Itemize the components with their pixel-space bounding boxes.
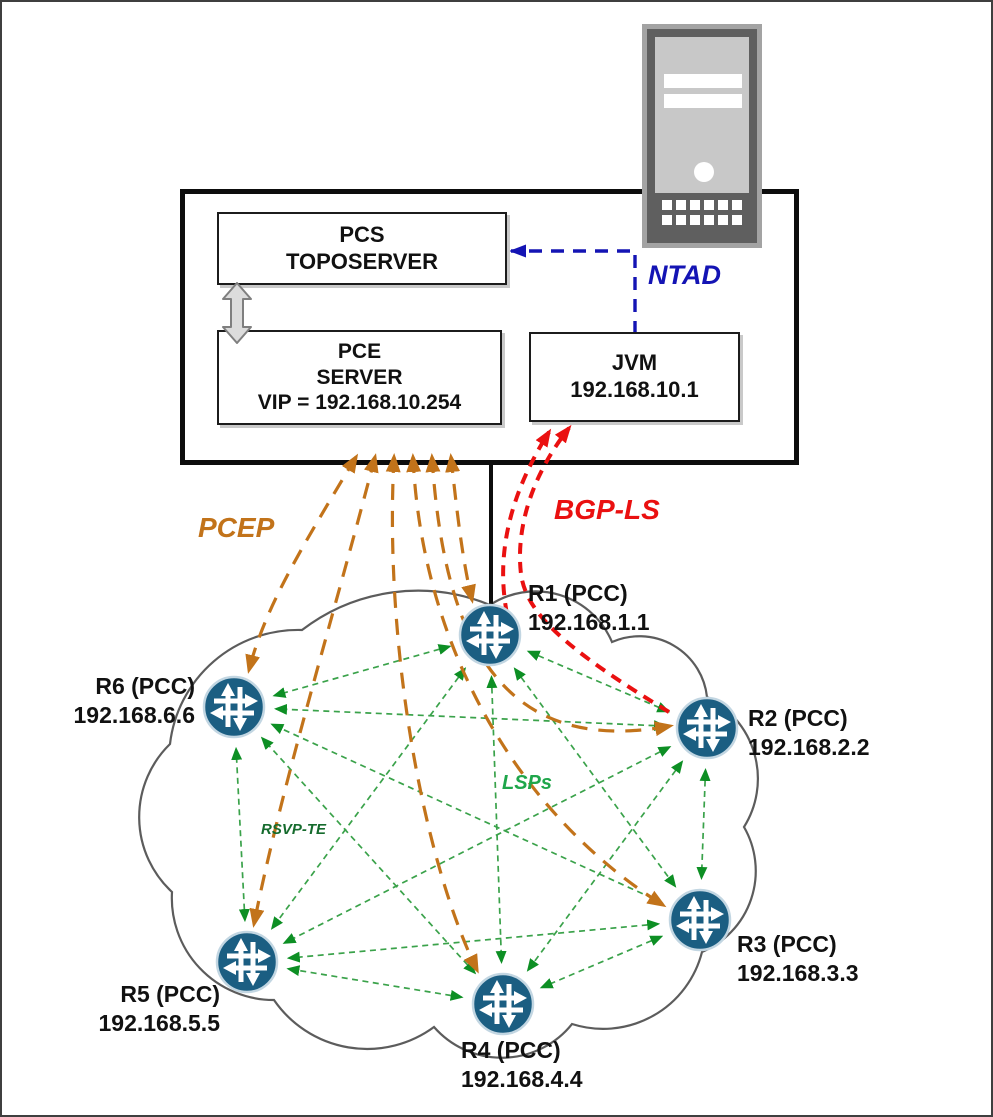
router-label-r6: R6 (PCC) 192.168.6.6 [55,672,195,730]
jvm-ip: 192.168.10.1 [570,377,699,402]
ntad-label: NTAD [648,260,721,290]
router-name: R6 (PCC) [95,673,195,699]
server-tower-vent-hole [690,200,700,210]
server-tower-drive-bay [664,74,742,88]
bgp-ls-session-r1 [501,428,552,615]
server-tower-vent-hole [718,215,728,225]
router-name: R3 (PCC) [737,931,837,957]
server-tower-vent-hole [732,215,742,225]
server-tower-vent-hole [690,215,700,225]
server-tower-icon [642,24,762,248]
server-tower-vent-hole [704,200,714,210]
router-icon-r6 [204,677,264,737]
pcep-session-r5 [249,453,379,928]
pcep-label: PCEP [198,512,275,543]
pce-server-line2: SERVER [316,365,403,389]
router-name: R1 (PCC) [528,580,628,606]
router-label-r4: R4 (PCC) 192.168.4.4 [461,1036,583,1094]
pcs-toposerver-line1: PCS [339,221,385,247]
router-ip: 192.168.6.6 [73,701,195,728]
pce-server-vip: VIP = 192.168.10.254 [257,391,462,415]
pcs-toposerver-box: PCS TOPOSERVER [217,212,507,285]
pcep-sessions [245,453,674,974]
router-ip: 192.168.2.2 [748,733,870,760]
pcep-session-r2 [425,453,674,737]
router-label-r3: R3 (PCC) 192.168.3.3 [737,930,859,988]
lsps-label: LSPs [502,772,553,794]
router-name: R5 (PCC) [120,981,220,1007]
router-label-r2: R2 (PCC) 192.168.2.2 [748,704,870,762]
server-tower-vent-hole [732,200,742,210]
router-ip: 192.168.4.4 [461,1065,583,1092]
jvm-line1: JVM [611,350,658,376]
lsp-link-R5-R6 [231,746,250,923]
pcs-pce-double-arrow [222,282,252,344]
router-name: R2 (PCC) [748,705,848,731]
bgp-ls-sessions [501,424,671,714]
router-icon-r2 [677,698,737,758]
jvm-box: JVM 192.168.10.1 [529,332,740,422]
router-label-r5: R5 (PCC) 192.168.5.5 [80,980,220,1038]
ntad-link [509,244,637,334]
router-label-r1: R1 (PCC) 192.168.1.1 [528,579,650,637]
bgp-ls-label: BGP-LS [554,494,660,525]
router-ip: 192.168.1.1 [528,608,650,635]
lsp-link-R2-R3 [696,768,711,880]
pcep-session-r1 [445,453,476,604]
server-tower-power-button [694,162,714,182]
server-tower-drive-bay [664,94,742,108]
router-icon-r3 [670,890,730,950]
pce-server-line1: PCE [337,340,382,364]
server-tower-vent-hole [718,200,728,210]
router-ip: 192.168.3.3 [737,959,859,986]
server-tower-vent-hole [676,215,686,225]
router-icon-r4 [473,974,533,1034]
server-tower-vent-hole [662,200,672,210]
router-icon-r5 [217,932,277,992]
router-icon-r1 [460,605,520,665]
bgp-ls-session-r2 [518,424,671,714]
lsp-link-R4-R5 [286,965,464,1001]
server-tower-vent-hole [662,215,672,225]
rsvp-te-label: RSVP-TE [261,821,327,838]
pcs-toposerver-line2: TOPOSERVER [285,248,438,274]
router-name: R4 (PCC) [461,1037,561,1063]
server-tower-vent [655,196,749,238]
pce-server-box: PCE SERVER VIP = 192.168.10.254 [217,330,502,425]
server-tower-vent-hole [676,200,686,210]
router-ip: 192.168.5.5 [98,1009,220,1036]
server-tower-vent-hole [704,215,714,225]
